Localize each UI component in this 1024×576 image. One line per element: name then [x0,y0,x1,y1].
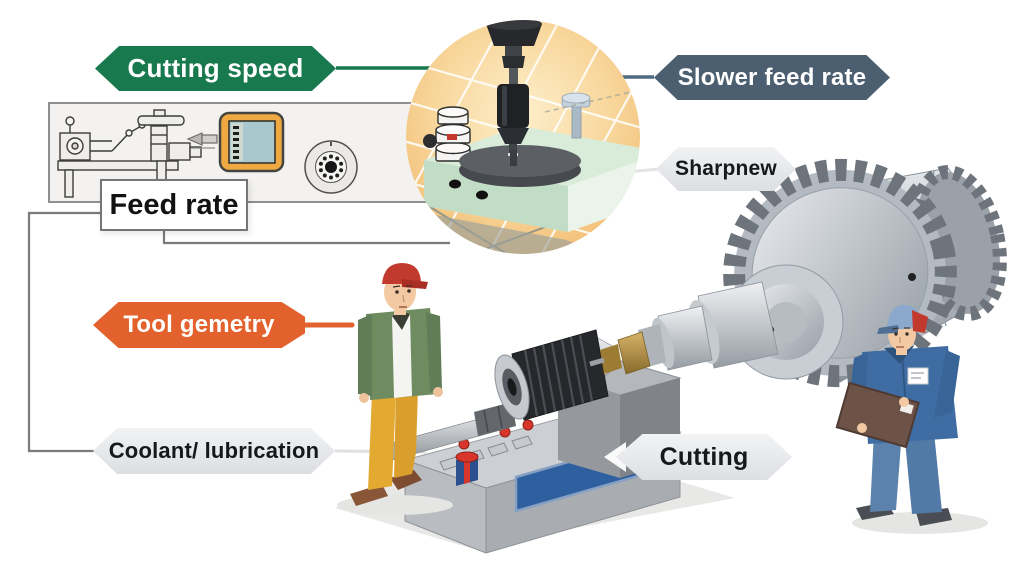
tech-panel-icons [57,109,358,198]
monitor-icon [218,111,285,173]
sharpness-label: Sharpnew [675,157,777,180]
drill-press-inset [406,20,640,254]
tool-geometry-label: Tool gemetry [123,311,275,338]
feed-rate-label: Feed rate [109,188,239,221]
cutting-pointer [604,442,626,472]
workpiece-front [424,160,568,232]
worker-right [835,305,988,534]
cutting-label: Cutting [659,442,749,471]
coolant-label: Coolant/ lubrication [108,438,320,463]
coolant-banner: Coolant/ lubrication [93,428,335,474]
lathe-sketch-icon [57,109,202,198]
cutting-speed-banner: Cutting speed [95,46,336,91]
gear-assembly [589,158,1007,388]
slower-feed-rate-label: Slower feed rate [677,63,867,91]
spacer-stack [423,106,471,162]
dial-gauge-icon [304,140,358,194]
clamp-bolt [561,92,591,139]
workpiece-side [568,152,640,232]
chuck [494,329,617,421]
sharpness-banner: Sharpnew [656,147,796,191]
red-cap [382,263,421,284]
drill-spindle [486,20,542,166]
cutting-speed-label: Cutting speed [127,53,304,83]
spindle-disc-top [459,145,581,177]
tool-geometry-banner: Tool gemetry [93,302,305,348]
feed-rate-box: Feed rate [100,179,248,231]
slower-feed-rate-banner: Slower feed rate [654,55,890,100]
worker-left [337,263,453,515]
canister [455,451,479,486]
tool-bit-icon [186,132,218,149]
brass-tool-bit [617,331,651,375]
cutting-banner: Cutting [616,434,792,480]
